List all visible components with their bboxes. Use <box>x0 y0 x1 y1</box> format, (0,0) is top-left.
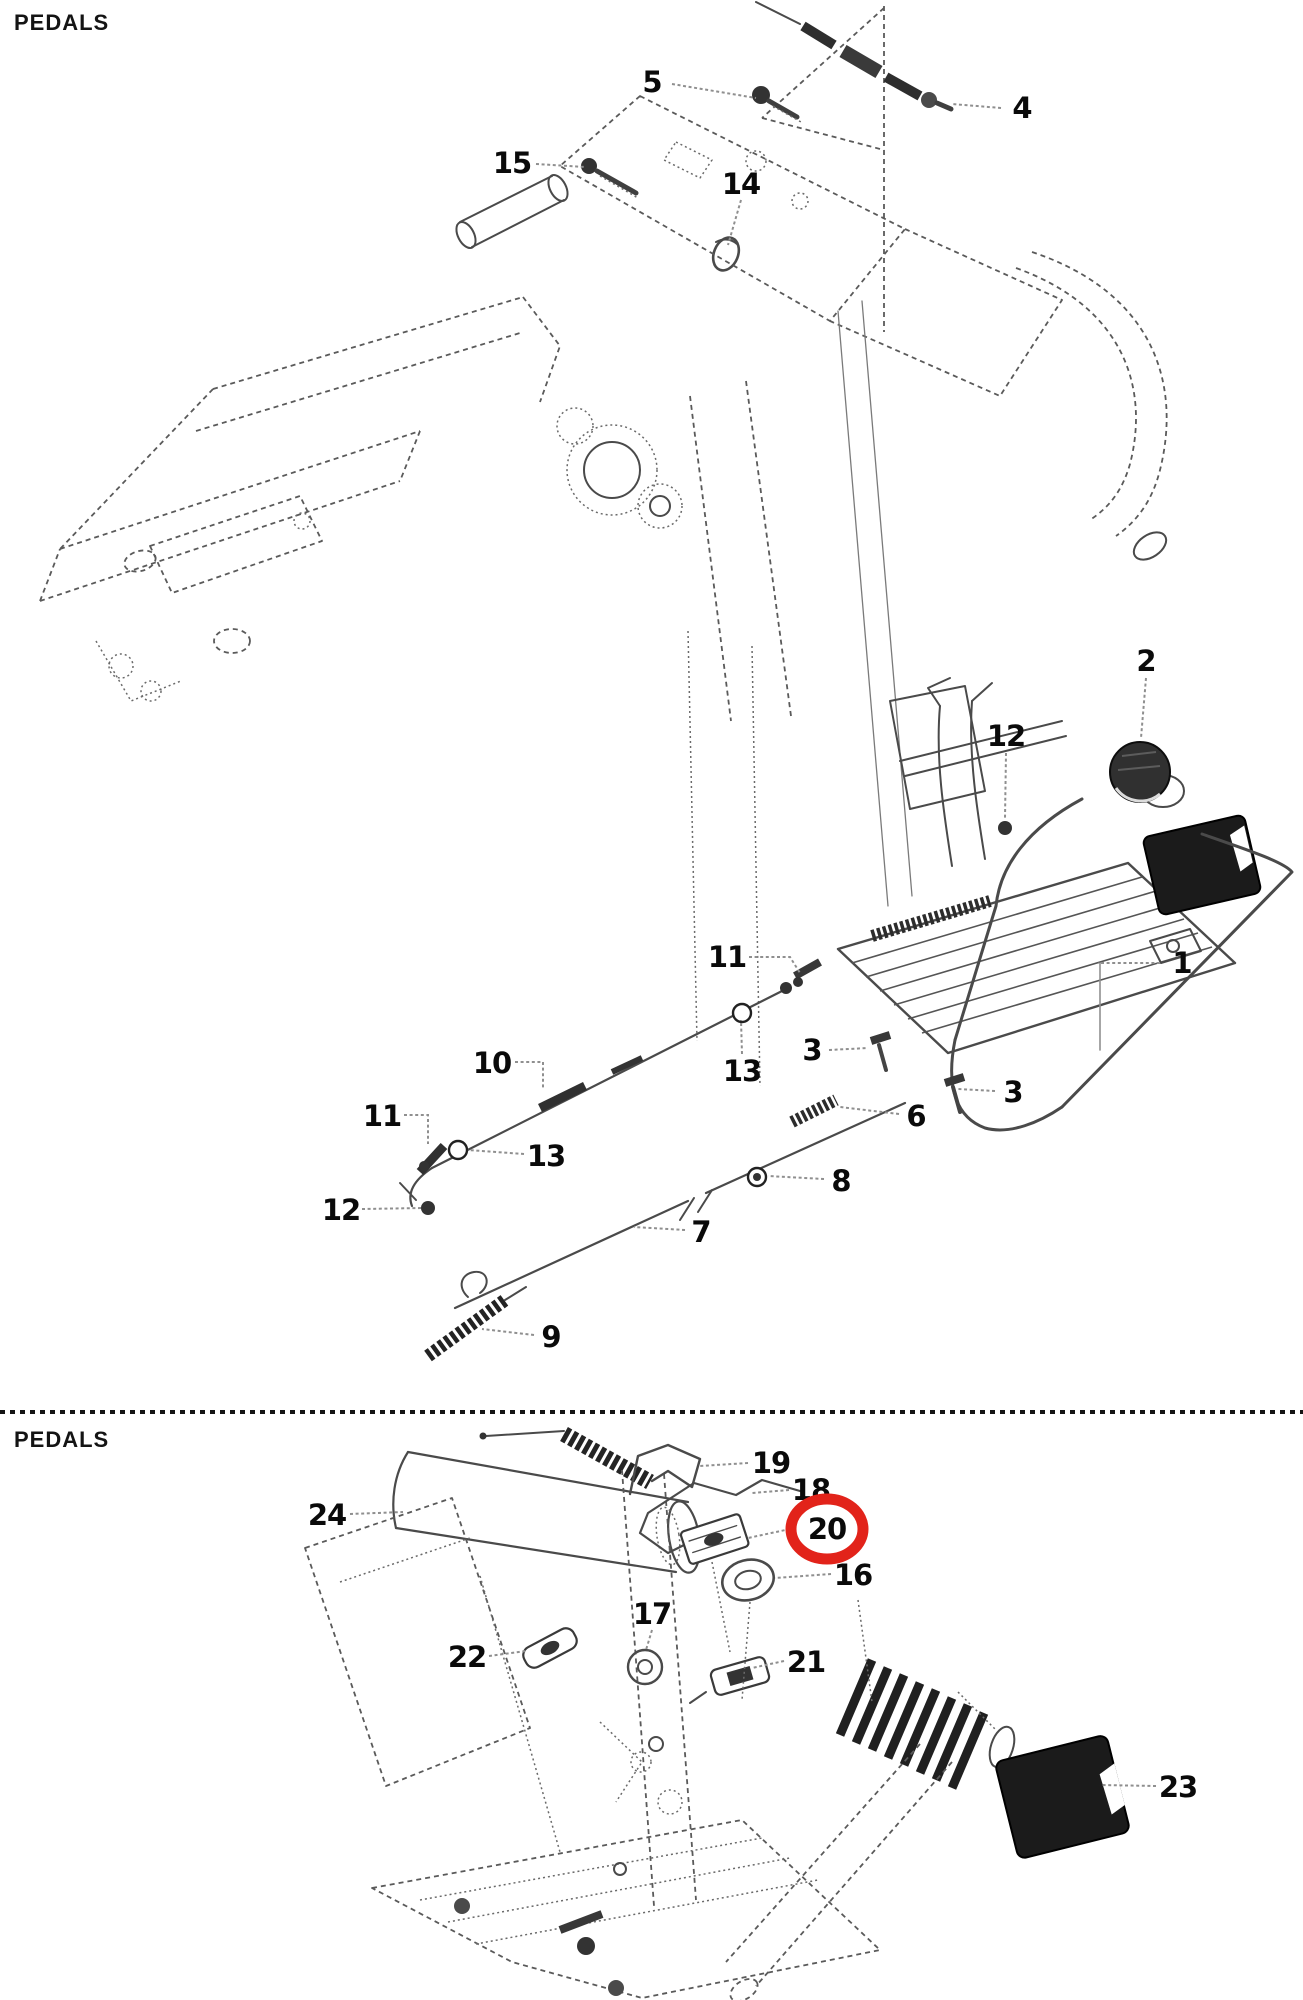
callout-leader-top-15-2 <box>535 163 586 168</box>
callout-bottom-19-0[interactable]: 19 <box>752 1446 791 1480</box>
callout-leader-bottom-23-8 <box>1099 1784 1157 1787</box>
callout-bottom-16-3[interactable]: 16 <box>834 1558 873 1592</box>
callout-bottom-22-5[interactable]: 22 <box>448 1640 487 1674</box>
callout-leader-bottom-19-0 <box>699 1462 749 1467</box>
callout-leader-bottom-24-7 <box>349 1511 404 1515</box>
callout-leader-top-3-11 <box>957 1088 996 1092</box>
callout-top-9-18[interactable]: 9 <box>541 1320 561 1354</box>
callout-leader-top-9-18 <box>481 1328 535 1336</box>
callout-leader-top-6-12 <box>839 1106 900 1115</box>
section-title-bottom: PEDALS <box>14 1427 109 1452</box>
callout-top-13-8[interactable]: 13 <box>723 1054 762 1088</box>
callout-top-4-1[interactable]: 4 <box>1012 91 1032 125</box>
callout-leader-top-4-1 <box>951 103 1002 109</box>
callout-leader-bottom-18-1 <box>751 1489 790 1494</box>
callout-leader-top-13-8 <box>740 1019 743 1055</box>
callout-top-2-4[interactable]: 2 <box>1136 644 1156 678</box>
callout-leader-bottom-20-2 <box>747 1528 791 1539</box>
section-title-top: PEDALS <box>14 10 109 35</box>
top-diagram-art <box>39 1 1294 1362</box>
callout-top-11-7[interactable]: 11 <box>708 940 747 974</box>
callout-top-11-14[interactable]: 11 <box>363 1099 402 1133</box>
callout-leader-bottom-16-3 <box>774 1573 832 1579</box>
callout-top-5-0[interactable]: 5 <box>642 65 662 99</box>
callout-bottom-17-4[interactable]: 17 <box>633 1597 672 1631</box>
callout-top-1-6[interactable]: 1 <box>1172 946 1192 980</box>
callout-leader-top-11-7 <box>749 956 801 974</box>
highlight-ring-20 <box>785 1493 869 1565</box>
callout-top-10-9[interactable]: 10 <box>473 1046 512 1080</box>
callout-leader-top-7-17 <box>633 1226 686 1231</box>
callout-top-6-12[interactable]: 6 <box>906 1099 926 1133</box>
callout-bottom-20-2[interactable]: 20 <box>808 1512 847 1546</box>
callout-leader-top-3-10 <box>828 1047 869 1051</box>
callout-top-7-17[interactable]: 7 <box>691 1215 711 1249</box>
callout-leader-top-11-14 <box>404 1114 429 1144</box>
callout-leader-top-12-16 <box>361 1207 423 1210</box>
callout-leader-top-5-0 <box>671 83 757 99</box>
callout-leader-top-12-5 <box>1004 752 1007 819</box>
callout-leader-bottom-22-5 <box>488 1650 527 1657</box>
callout-leader-bottom-17-4 <box>645 1629 653 1651</box>
callout-top-3-11[interactable]: 3 <box>1003 1075 1023 1109</box>
callout-top-15-2[interactable]: 15 <box>493 146 532 180</box>
callout-leader-top-10-9 <box>515 1061 544 1088</box>
callout-top-3-10[interactable]: 3 <box>802 1033 822 1067</box>
callout-top-12-5[interactable]: 12 <box>987 719 1026 753</box>
callout-top-12-16[interactable]: 12 <box>322 1193 361 1227</box>
bottom-diagram-art <box>304 1427 1130 2000</box>
callout-top-14-3[interactable]: 14 <box>722 167 761 201</box>
callout-top-8-13[interactable]: 8 <box>831 1164 851 1198</box>
callout-leader-top-14-3 <box>727 199 742 246</box>
callout-leader-top-13-15 <box>467 1149 525 1155</box>
callout-bottom-23-8[interactable]: 23 <box>1159 1770 1198 1804</box>
callout-leader-top-8-13 <box>767 1175 825 1180</box>
callout-leader-top-2-4 <box>1140 677 1147 739</box>
callout-bottom-24-7[interactable]: 24 <box>308 1498 347 1532</box>
callout-top-13-15[interactable]: 13 <box>527 1139 566 1173</box>
callout-bottom-21-6[interactable]: 21 <box>787 1645 826 1679</box>
